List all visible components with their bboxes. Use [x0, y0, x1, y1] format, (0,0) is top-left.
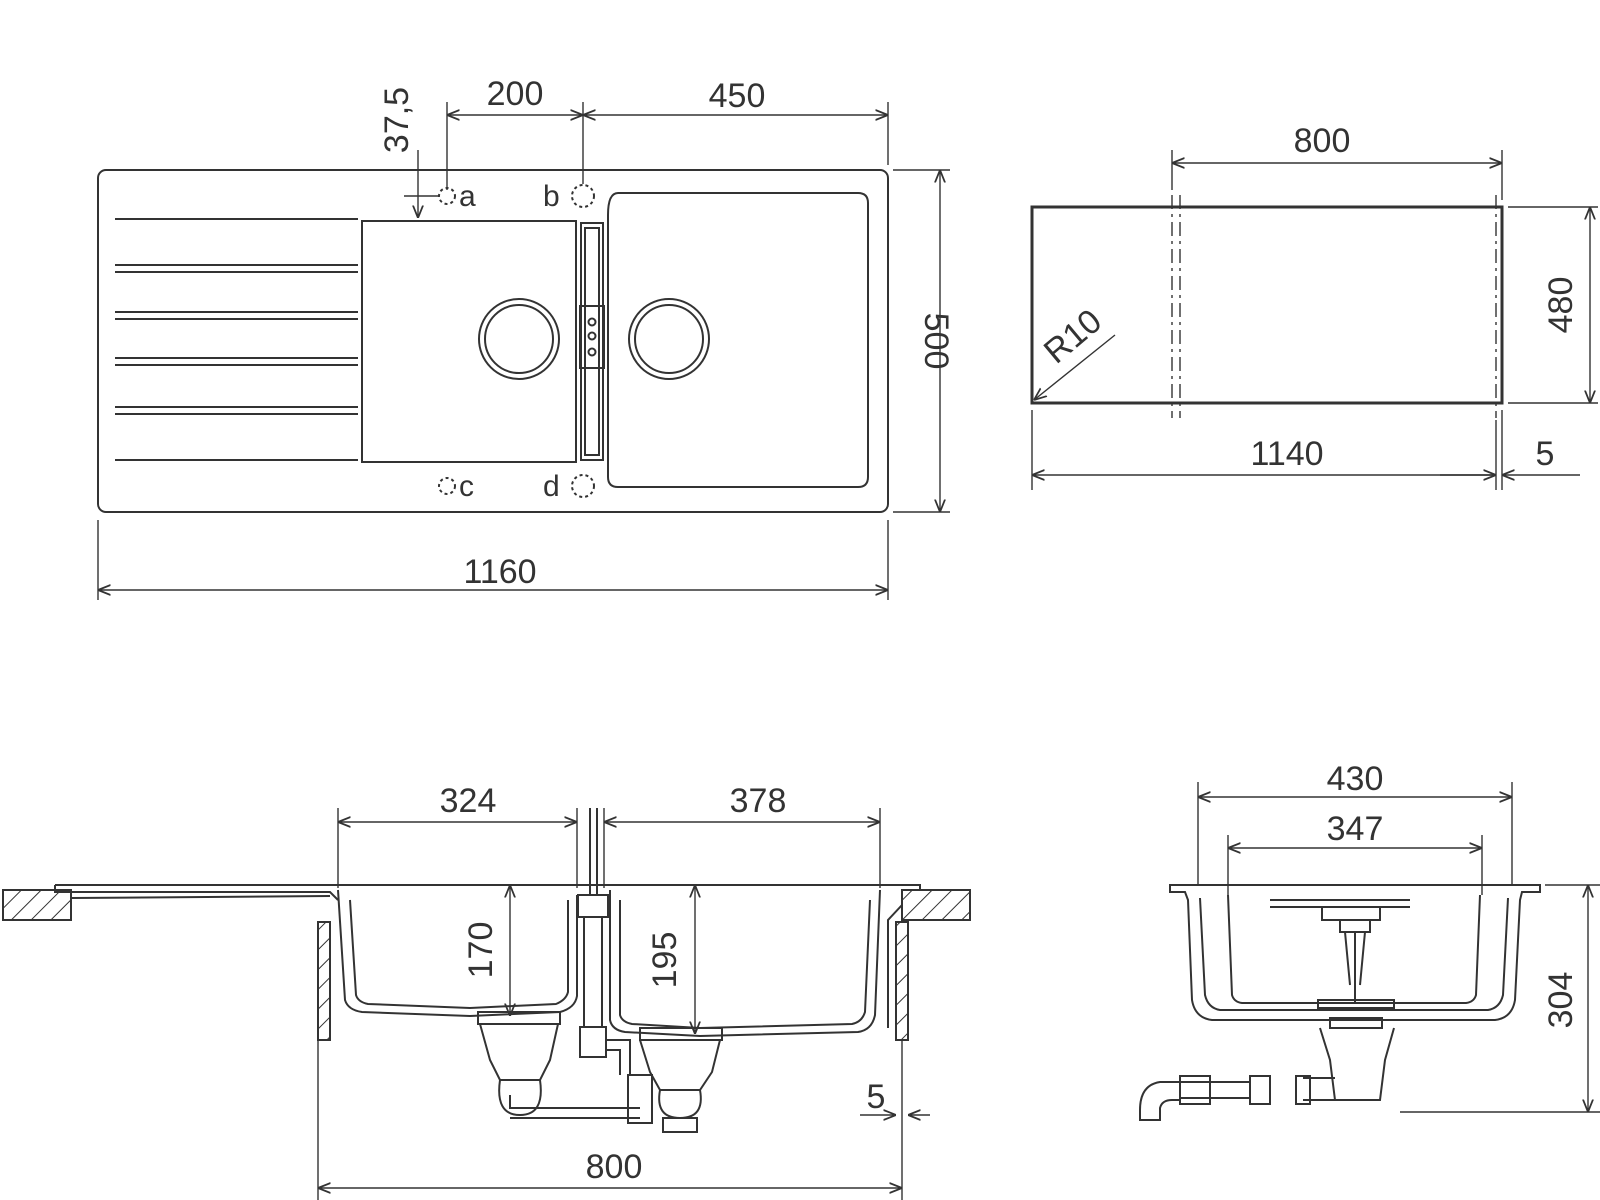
- right-bowl-profile: [609, 889, 881, 1038]
- tap-hole-b-label: b: [543, 180, 560, 213]
- front-section-view: [2, 808, 971, 1200]
- side-bowl-profile: [1169, 884, 1541, 1021]
- left-bowl: [361, 220, 577, 463]
- dim-1160-label: 1160: [463, 553, 536, 591]
- right-bowl: [607, 192, 869, 488]
- dim-800-cutout-label: 800: [1294, 122, 1351, 160]
- cutout-labels: 800 480 1140 5 R10: [1037, 122, 1580, 473]
- dim-37-5-label: 37,5: [378, 87, 416, 153]
- dim-304-label: 304: [1542, 972, 1580, 1029]
- cabinet-wall-left: [317, 921, 331, 1041]
- radius-leader: [1034, 334, 1116, 400]
- front-section-labels: 324 378 170 195 5 800: [440, 782, 886, 1186]
- top-view-labels: 37,5 200 450 500 1160 a b c d: [378, 75, 955, 591]
- tap-hole-a-icon: [438, 187, 456, 205]
- dim-347-label: 347: [1327, 810, 1384, 848]
- cutout-view: [1030, 150, 1598, 490]
- tap-hole-a-label: a: [459, 180, 476, 213]
- worktop-left: [2, 889, 72, 921]
- dim-170-label: 170: [462, 922, 500, 979]
- right-drain: [628, 298, 710, 380]
- worktop-right: [901, 889, 971, 921]
- dim-195-label: 195: [646, 932, 684, 989]
- dim-378-label: 378: [730, 782, 787, 820]
- dim-500-label: 500: [917, 313, 955, 370]
- left-drain: [478, 298, 560, 380]
- cutout-rectangle: [1030, 205, 1504, 405]
- side-trap: [1139, 1027, 1395, 1121]
- dim-800-front-label: 800: [586, 1148, 643, 1186]
- sink-outline: [97, 169, 889, 513]
- strainer-basket: [1270, 899, 1410, 1029]
- cabinet-wall-right: [895, 921, 909, 1041]
- top-view: [97, 102, 950, 600]
- tap-hole-c-icon: [438, 477, 456, 495]
- tap-hole-d-icon: [571, 474, 595, 498]
- sink-rim: [55, 884, 921, 1028]
- overflow-unit: [579, 305, 605, 369]
- right-trap: [605, 1027, 723, 1133]
- drainboard-grooves: [115, 218, 358, 461]
- dim-480-label: 480: [1542, 277, 1580, 334]
- overflow-column: [577, 894, 609, 918]
- dim-430-label: 430: [1327, 760, 1384, 798]
- tap-hole-c-label: c: [459, 470, 474, 503]
- side-section-labels: 430 347 304: [1327, 760, 1580, 1028]
- side-section-view: [1139, 782, 1600, 1121]
- left-bowl-profile: [337, 889, 578, 1018]
- left-trap: [477, 1011, 640, 1119]
- tap-hole-b-icon: [571, 184, 595, 208]
- dim-324-label: 324: [440, 782, 497, 820]
- dim-450-label: 450: [709, 77, 766, 115]
- tap-hole-d-label: d: [543, 470, 560, 503]
- dim-1140-label: 1140: [1250, 435, 1323, 473]
- radius-label: R10: [1037, 302, 1109, 371]
- dim-5-cutout-label: 5: [1536, 435, 1555, 473]
- dim-5-front-label: 5: [867, 1078, 886, 1116]
- dim-200-label: 200: [487, 75, 544, 113]
